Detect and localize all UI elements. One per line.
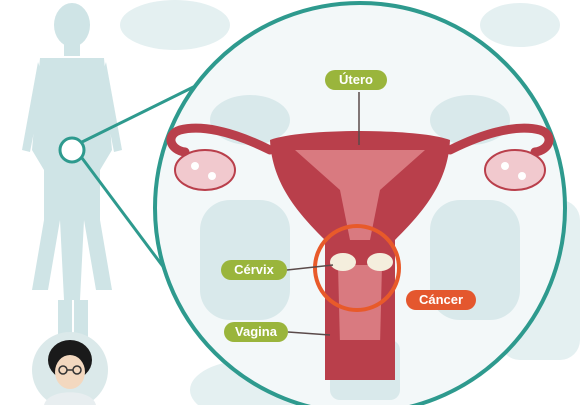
vagina-label: Vagina xyxy=(224,322,288,342)
utero-label: Útero xyxy=(325,70,387,90)
doctor-avatar-icon xyxy=(32,332,108,405)
cervix-label: Cérvix xyxy=(221,260,287,280)
focus-circle xyxy=(60,138,84,162)
cancer-label: Cáncer xyxy=(406,290,476,310)
female-silhouette-icon xyxy=(22,3,122,390)
